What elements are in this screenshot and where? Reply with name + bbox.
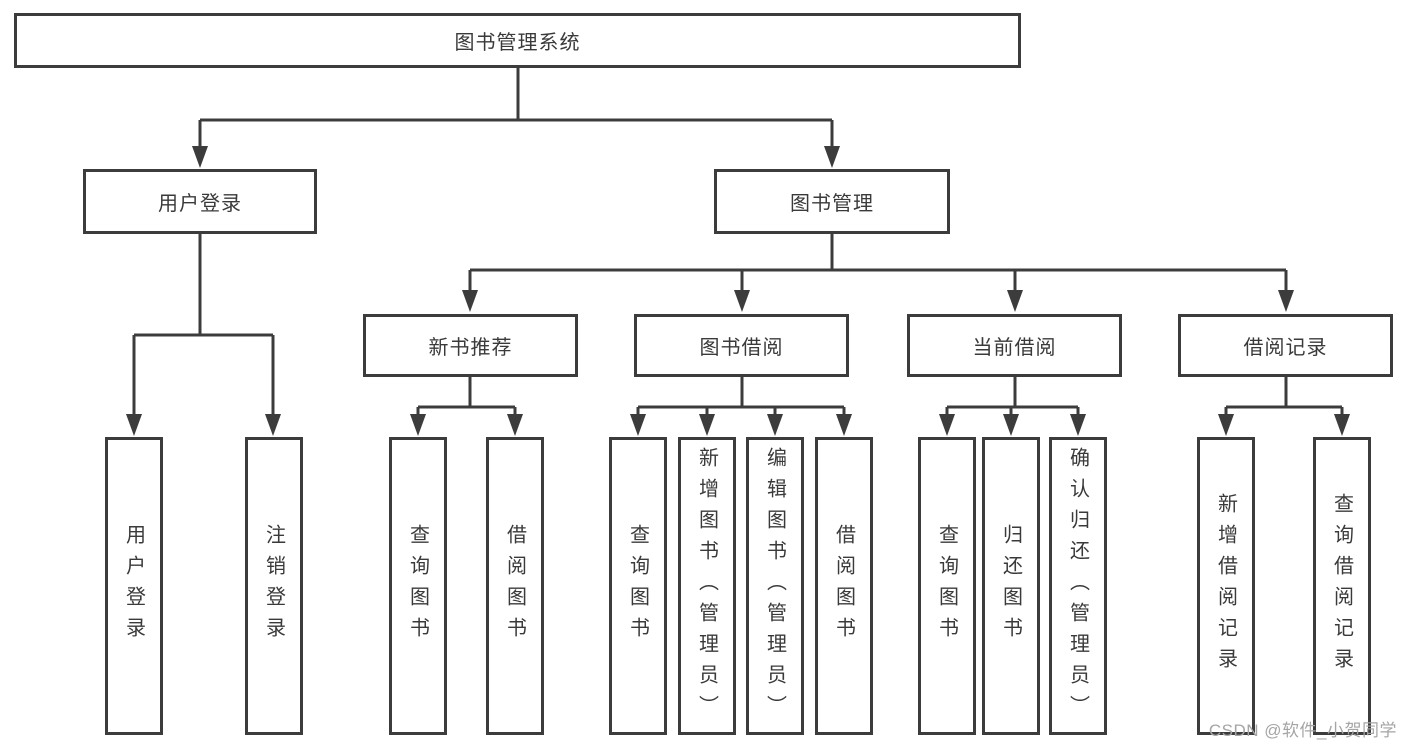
leaf-label: 注销登录	[262, 524, 285, 648]
node-label: 当前借阅	[972, 337, 1057, 359]
leaf-query-books-borrow: 查询图书	[609, 437, 667, 735]
node-label: 用户登录	[158, 193, 242, 215]
leaf-label: 编辑图书（管理员）	[763, 446, 786, 726]
node-label: 图书管理系统	[454, 32, 581, 54]
leaf-label: 查询图书	[626, 524, 649, 648]
leaf-user-login: 用户登录	[105, 437, 163, 735]
leaf-label: 新增图书（管理员）	[695, 446, 718, 726]
leaf-label: 查询图书	[935, 524, 958, 648]
leaf-add-borrow-record: 新增借阅记录	[1197, 437, 1255, 735]
node-user-login: 用户登录	[83, 169, 317, 234]
node-current-borrow: 当前借阅	[907, 314, 1122, 377]
leaf-label: 用户登录	[122, 524, 145, 648]
node-book-management: 图书管理	[714, 169, 950, 234]
node-book-borrow: 图书借阅	[634, 314, 849, 377]
leaf-return-books: 归还图书	[982, 437, 1040, 735]
leaf-label: 借阅图书	[503, 524, 526, 648]
node-library-management-system: 图书管理系统	[14, 13, 1021, 68]
node-label: 新书推荐	[428, 337, 513, 359]
leaf-edit-books-admin: 编辑图书（管理员）	[746, 437, 804, 735]
leaf-label: 归还图书	[999, 524, 1022, 648]
node-label: 图书借阅	[699, 337, 784, 359]
leaf-add-books-admin: 新增图书（管理员）	[678, 437, 736, 735]
leaf-confirm-return-admin: 确认归还（管理员）	[1049, 437, 1107, 735]
node-label: 借阅记录	[1243, 337, 1328, 359]
leaf-label: 查询图书	[406, 524, 429, 648]
leaf-label: 确认归还（管理员）	[1066, 446, 1089, 726]
leaf-logout: 注销登录	[245, 437, 303, 735]
leaf-borrow-books-recommend: 借阅图书	[486, 437, 544, 735]
leaf-label: 查询借阅记录	[1330, 493, 1353, 679]
node-borrow-records: 借阅记录	[1178, 314, 1393, 377]
leaf-label: 借阅图书	[832, 524, 855, 648]
csdn-watermark: CSDN @软件_小贺同学	[1208, 721, 1397, 740]
leaf-borrow-books: 借阅图书	[815, 437, 873, 735]
leaf-query-books-recommend: 查询图书	[389, 437, 447, 735]
leaf-query-borrow-record: 查询借阅记录	[1313, 437, 1371, 735]
node-label: 图书管理	[790, 193, 874, 215]
leaf-query-books-current: 查询图书	[918, 437, 976, 735]
leaf-label: 新增借阅记录	[1214, 493, 1237, 679]
node-new-book-recommend: 新书推荐	[363, 314, 578, 377]
